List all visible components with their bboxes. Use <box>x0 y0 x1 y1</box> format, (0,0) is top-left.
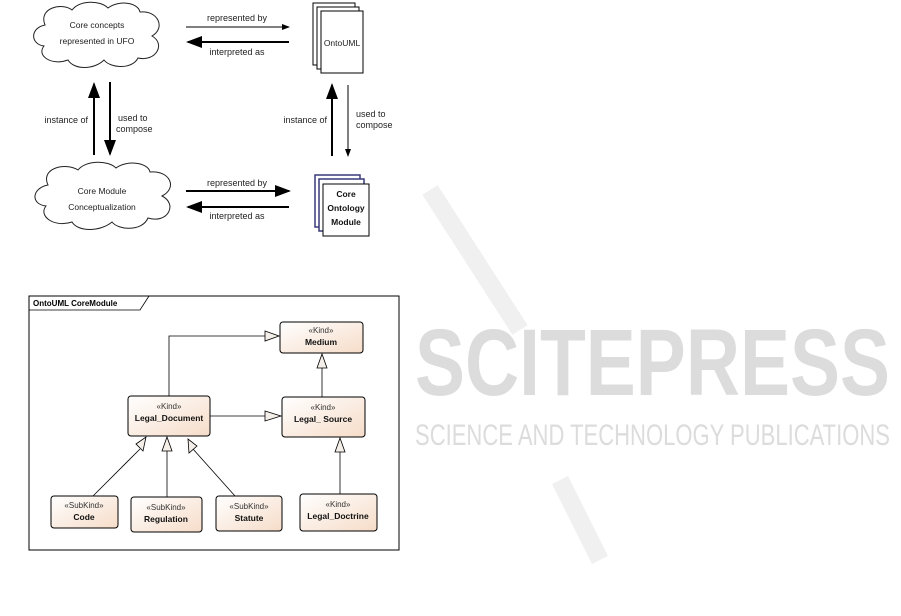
document-stack-core-ontology-module: Core Ontology Module <box>314 174 370 237</box>
svg-text:used to: used to <box>118 113 148 123</box>
svg-text:«Kind»: «Kind» <box>326 500 351 509</box>
svg-text:OntoUML: OntoUML <box>324 38 361 48</box>
svg-text:represented by: represented by <box>207 178 268 188</box>
class-legal-document: «Kind» Legal_Document <box>127 395 211 437</box>
class-regulation: «SubKind» Regulation <box>130 496 203 533</box>
svg-text:interpreted as: interpreted as <box>209 211 265 221</box>
generalizations <box>92 330 346 497</box>
svg-text:instance of: instance of <box>283 115 327 125</box>
svg-text:Core concepts: Core concepts <box>70 20 125 30</box>
watermark-title: SCITEPRESS <box>415 310 890 416</box>
svg-text:Core Module: Core Module <box>78 186 127 196</box>
svg-text:represented in UFO: represented in UFO <box>60 36 135 46</box>
svg-text:Code: Code <box>73 512 95 522</box>
svg-text:«Kind»: «Kind» <box>311 403 336 412</box>
edge-left-used-to-compose: used to compose <box>104 82 153 156</box>
svg-text:Legal_Doctrine: Legal_Doctrine <box>307 511 369 521</box>
svg-text:used to: used to <box>356 109 386 119</box>
edge-bottom-interpreted-as: interpreted as <box>186 201 289 221</box>
svg-text:Legal_ Source: Legal_ Source <box>294 414 352 424</box>
svg-text:compose: compose <box>116 124 153 134</box>
svg-text:«Kind»: «Kind» <box>157 402 182 411</box>
svg-text:«SubKind»: «SubKind» <box>229 502 269 511</box>
svg-text:interpreted as: interpreted as <box>209 47 265 57</box>
edge-left-instance-of: instance of <box>44 82 100 155</box>
svg-text:compose: compose <box>356 120 393 130</box>
edge-right-instance-of: instance of <box>283 83 338 156</box>
svg-text:Conceptualization: Conceptualization <box>68 202 136 212</box>
class-legal-doctrine: «Kind» Legal_Doctrine <box>299 493 378 532</box>
document-stack-ontouml: OntoUML <box>312 2 364 74</box>
svg-text:Legal_Document: Legal_Document <box>135 413 204 423</box>
watermark: SCITEPRESS SCIENCE AND TECHNOLOGY PUBLIC… <box>415 185 890 565</box>
class-medium: «Kind» Medium <box>279 321 364 354</box>
svg-text:«SubKind»: «SubKind» <box>64 501 104 510</box>
svg-text:Ontology: Ontology <box>327 203 365 213</box>
cloud-core-concepts-ufo: Core concepts represented in UFO <box>33 1 160 68</box>
edge-right-used-to-compose: used to compose <box>345 85 393 157</box>
class-statute: «SubKind» Statute <box>215 495 283 532</box>
svg-text:instance of: instance of <box>44 115 88 125</box>
svg-text:Medium: Medium <box>305 337 338 347</box>
svg-text:Statute: Statute <box>235 513 264 523</box>
svg-text:Regulation: Regulation <box>144 514 188 524</box>
edge-bottom-represented-by: represented by <box>186 178 291 197</box>
edge-top-interpreted-as: interpreted as <box>186 36 289 57</box>
class-code: «SubKind» Code <box>50 495 119 529</box>
svg-text:Core: Core <box>336 189 356 199</box>
class-legal-source: «Kind» Legal_ Source <box>281 396 366 438</box>
cloud-core-module-conceptualization: Core Module Conceptualization <box>34 161 171 230</box>
edge-top-represented-by: represented by <box>186 13 290 30</box>
svg-text:«SubKind»: «SubKind» <box>146 503 186 512</box>
svg-text:Module: Module <box>331 217 361 227</box>
svg-text:represented by: represented by <box>207 13 268 23</box>
svg-text:OntoUML CoreModule: OntoUML CoreModule <box>33 299 118 308</box>
watermark-subtitle: SCIENCE AND TECHNOLOGY PUBLICATIONS <box>415 419 890 452</box>
svg-text:«Kind»: «Kind» <box>309 326 334 335</box>
